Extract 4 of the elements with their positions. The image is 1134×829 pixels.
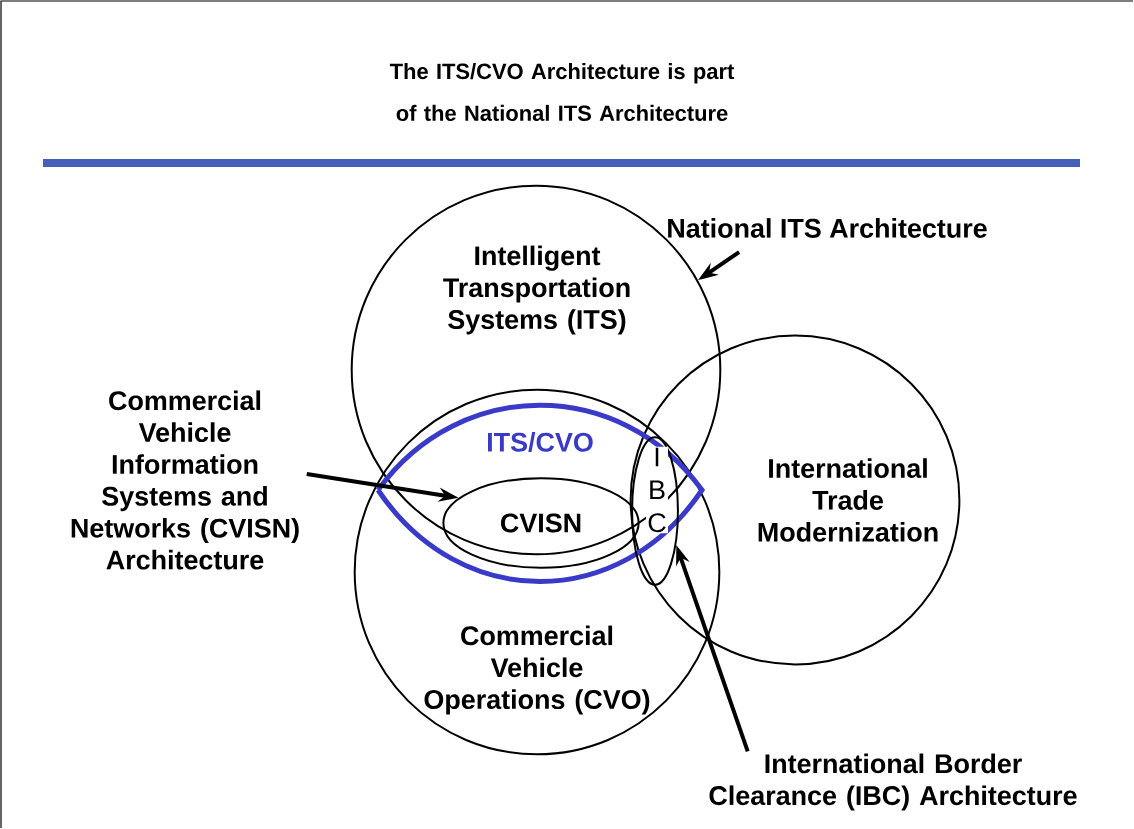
callout-label: National ITS Architecture: [668, 218, 987, 238]
title: The ITS/CVO Architecture is part of the National ITS Architecture: [389, 63, 735, 121]
callout-label: Commercial Vehicle Information Systems and Networks (CVISN) Architecture: [71, 390, 299, 570]
callout-label: International Border Clearance (IBC) Architecture: [709, 753, 1077, 811]
